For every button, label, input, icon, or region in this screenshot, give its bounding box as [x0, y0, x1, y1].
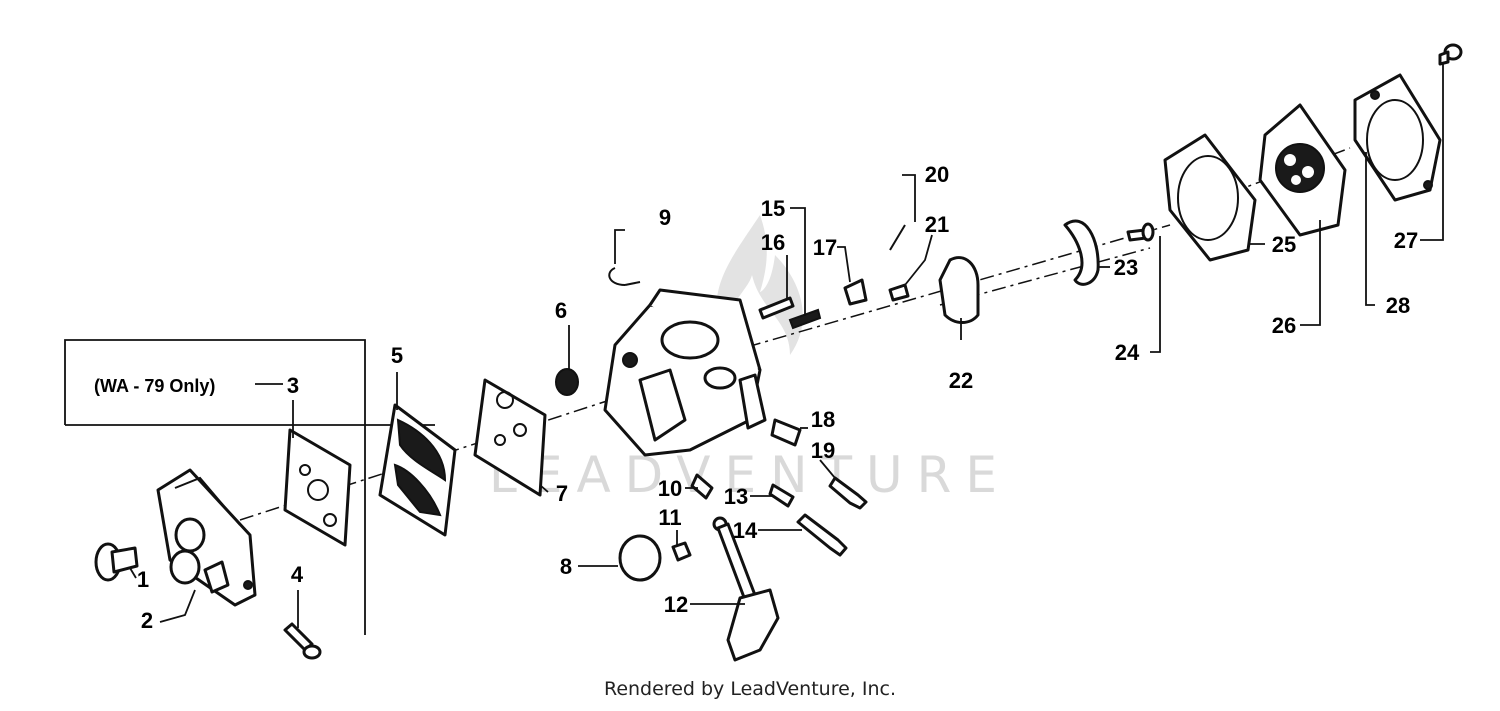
- part-6-screen: [555, 368, 579, 396]
- callout-17: 17: [813, 235, 837, 260]
- watermark-flame-icon: [716, 215, 803, 355]
- part-13-spring: [768, 483, 795, 508]
- part-24-screw: [1126, 222, 1155, 242]
- wa79-bracket: [64, 339, 435, 635]
- part-12-lever: [712, 516, 780, 662]
- part-25-gasket: [1163, 133, 1257, 262]
- part-4-screw: [283, 622, 322, 660]
- callout-26: 26: [1272, 313, 1296, 338]
- part-19-needle: [828, 476, 868, 510]
- callout-14: 14: [733, 518, 758, 543]
- part-11-nut: [671, 541, 692, 562]
- part-16-spring: [788, 308, 822, 330]
- part-28-cover: [1353, 73, 1442, 202]
- callout-19: 19: [811, 438, 835, 463]
- callout-9: 9: [659, 205, 671, 230]
- part-5-pump-body: [378, 403, 457, 537]
- callout-6: 6: [555, 298, 567, 323]
- watermark: LEADVENTURE: [489, 215, 1011, 504]
- part-20-pin: [889, 224, 906, 251]
- part-2-cover: [156, 468, 257, 607]
- leader-lines: [129, 62, 1444, 628]
- callout-3: 3: [287, 373, 299, 398]
- callout-7: 7: [556, 481, 568, 506]
- part-9-clip: [608, 267, 641, 286]
- callout-numbers: 1 2 3 4 5 6 7 8 9 10 11 12 13 14 15 16 1…: [137, 162, 1418, 633]
- callout-10: 10: [658, 476, 682, 501]
- callout-20: 20: [925, 162, 949, 187]
- callout-8: 8: [560, 554, 572, 579]
- callout-27: 27: [1394, 228, 1418, 253]
- watermark-text: LEADVENTURE: [489, 446, 1011, 504]
- part-22-throttle-plate: [938, 256, 980, 324]
- callout-22: 22: [949, 368, 973, 393]
- callout-13: 13: [724, 484, 748, 509]
- callout-18: 18: [811, 407, 835, 432]
- callout-4: 4: [291, 562, 304, 587]
- wa79-note: (WA - 79 Only): [94, 376, 215, 396]
- part-3-gasket: [283, 428, 352, 547]
- callout-25: 25: [1272, 232, 1296, 257]
- callout-1: 1: [137, 567, 149, 592]
- carburetor-body: [603, 288, 767, 457]
- callout-16: 16: [761, 230, 785, 255]
- callout-2: 2: [141, 608, 153, 633]
- callout-23: 23: [1114, 255, 1138, 280]
- part-27-screw: [1438, 43, 1463, 66]
- part-15-pin: [758, 296, 795, 320]
- callout-11: 11: [658, 505, 681, 530]
- callout-24: 24: [1115, 340, 1140, 365]
- part-18-spring: [770, 418, 802, 447]
- part-8-welch-plug: [618, 534, 662, 582]
- credit-line: Rendered by LeadVenture, Inc.: [603, 678, 897, 700]
- part-26-diaphragm: [1258, 103, 1347, 237]
- callout-5: 5: [391, 343, 403, 368]
- part-7-gasket: [473, 378, 547, 497]
- part-14-needle: [796, 513, 848, 557]
- part-10-spring: [690, 473, 714, 500]
- callout-12: 12: [664, 592, 688, 617]
- part-1-screw: [94, 542, 139, 582]
- callout-15: 15: [761, 196, 785, 221]
- part-21-screw: [888, 283, 910, 302]
- part-17-lever: [843, 278, 868, 306]
- callout-21: 21: [925, 212, 949, 237]
- callout-28: 28: [1386, 293, 1410, 318]
- part-23-choke-plate: [1063, 219, 1100, 286]
